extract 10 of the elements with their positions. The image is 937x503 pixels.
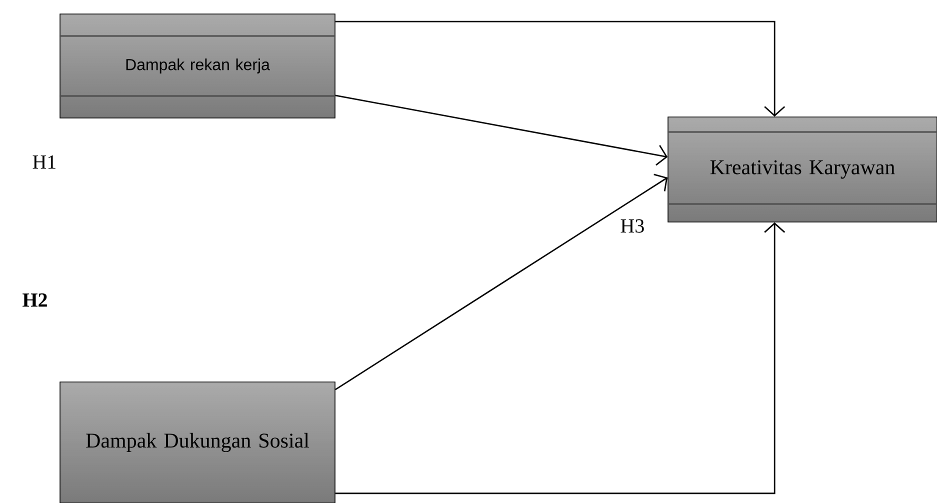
variable-box: Dampak Dukungan Sosial: [60, 382, 336, 503]
hypothesis-label: H3: [620, 219, 644, 233]
arrow: [335, 94, 668, 166]
variable-box: Dampak rekan kerja: [60, 14, 336, 118]
arrow: [335, 174, 668, 390]
hypothesis-label: H2: [22, 293, 47, 307]
arrow: [335, 222, 786, 494]
hypothesis-label: H1: [32, 155, 56, 169]
arrow: [335, 20, 786, 117]
variable-box: Kreativitas Karyawan: [668, 116, 937, 222]
